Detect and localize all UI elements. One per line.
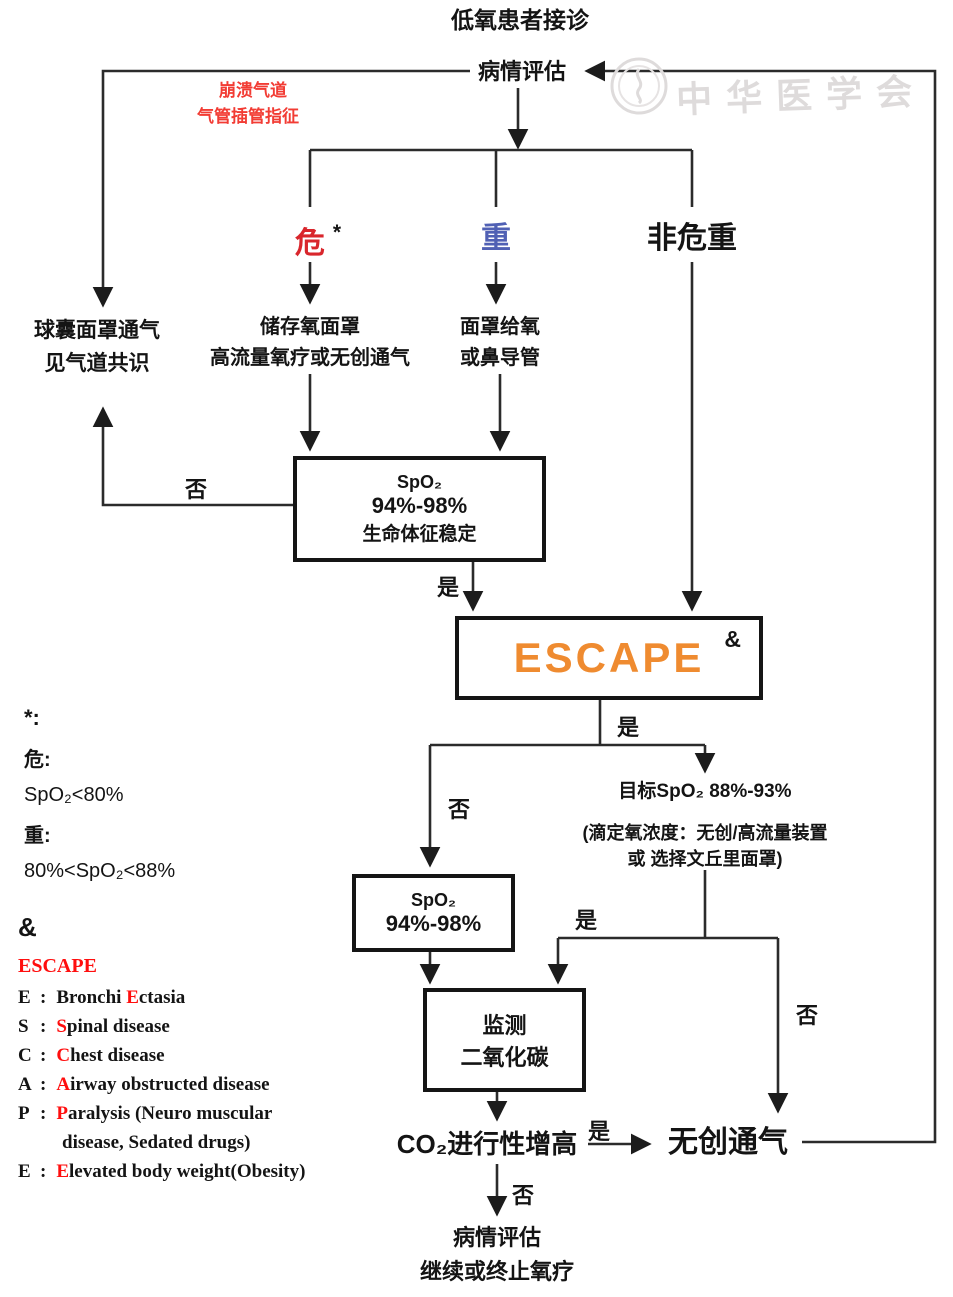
- item-rest: irway obstructed disease: [70, 1074, 270, 1095]
- escape-title: ESCAPE: [513, 634, 705, 681]
- node-target-spo2-line2: (滴定氧浓度：无创/高流量装置: [582, 823, 828, 843]
- note-intubation-indication: 气管插管指征: [197, 107, 299, 126]
- item-red-letter: E: [56, 1161, 70, 1182]
- legend-escape-title: ESCAPE: [18, 955, 97, 977]
- item-rest: hest disease: [70, 1045, 165, 1066]
- spo2-box2-line2: 94%-98%: [385, 910, 482, 936]
- node-mask-oxygen-line1: 面罩给氧: [460, 316, 540, 338]
- edge-label-yes-2: 是: [617, 715, 640, 740]
- note-collapsed-airway: 崩溃气道: [219, 81, 287, 100]
- legend-severe-value: 80%<SpO₂<88%: [24, 860, 176, 882]
- item-letter: C: [18, 1045, 32, 1066]
- escape-box: ESCAPE &: [455, 616, 763, 700]
- critical-asterisk: *: [332, 221, 342, 244]
- node-target-spo2-line3: 或 选择文丘里面罩): [627, 849, 783, 869]
- item-rest: pinal disease: [66, 1016, 170, 1037]
- edge-label-yes-1: 是: [437, 575, 460, 600]
- spo2-box1-line2: 94%-98%: [371, 493, 468, 518]
- item-colon: :: [40, 1103, 47, 1124]
- node-non-critical: 非危重: [647, 222, 737, 255]
- legend-item-p-line2: disease, Sedated drugs): [62, 1132, 251, 1153]
- item-letter: A: [18, 1074, 32, 1095]
- legend-escape-marker: &: [18, 912, 37, 942]
- item-letter: E: [18, 1161, 31, 1182]
- item-red-letter: S: [56, 1016, 67, 1037]
- edge-label-no-2: 否: [448, 797, 471, 822]
- item-red-letter: C: [56, 1045, 71, 1066]
- edge-label-no-4: 否: [512, 1183, 535, 1208]
- legend-item-c: C: Chest disease: [18, 1045, 305, 1067]
- node-reassess-line2: 继续或终止氧疗: [419, 1259, 575, 1284]
- item-pre: Bronchi: [56, 987, 127, 1008]
- node-reservoir-mask-line1: 储存氧面罩: [260, 316, 360, 338]
- monitor-co2-box: 监测 二氧化碳: [423, 988, 586, 1092]
- item-red-letter: P: [56, 1103, 68, 1124]
- item-letter: E: [18, 987, 31, 1008]
- legend-item-p: P: Paralysis (Neuro muscular: [18, 1103, 305, 1125]
- edge-label-no-3: 否: [796, 1003, 819, 1028]
- spo2-box1-line1: SpO₂: [397, 472, 442, 492]
- node-critical: 危*: [295, 220, 341, 263]
- spo2-box2: SpO₂ 94%-98%: [352, 874, 515, 952]
- edge-label-no-1: 否: [185, 477, 208, 502]
- legend-item-e2: E: Elevated body weight(Obesity): [18, 1161, 305, 1183]
- node-severe: 重: [481, 222, 511, 255]
- item-rest: aralysis (Neuro muscular: [67, 1103, 273, 1124]
- item-colon: :: [40, 1045, 47, 1066]
- critical-label: 危: [294, 227, 325, 260]
- node-assessment: 病情评估: [477, 59, 567, 84]
- spo2-vitals-box: SpO₂ 94%-98% 生命体征稳定: [293, 456, 546, 562]
- item-colon: :: [40, 1161, 47, 1182]
- legend-crit-value: SpO₂<80%: [24, 784, 124, 806]
- legend-star-marker: *:: [24, 705, 40, 730]
- node-bag-mask-line1: 球囊面罩通气: [34, 319, 160, 342]
- legend-item-a: A: Airway obstructed disease: [18, 1074, 305, 1096]
- item-colon: :: [40, 1016, 47, 1037]
- escape-ampersand: &: [724, 626, 741, 652]
- legend-severe-label: 重:: [24, 825, 51, 847]
- legend-severity: *: 危: SpO₂<80% 重: 80%<SpO₂<88%: [24, 705, 175, 895]
- spo2-box2-line1: SpO₂: [411, 889, 456, 910]
- item-letter: P: [18, 1103, 30, 1124]
- legend-item-e1: E: Bronchi Ectasia: [18, 987, 305, 1009]
- item-rest: ctasia: [138, 987, 186, 1008]
- node-bag-mask-line2: 见气道共识: [44, 352, 150, 375]
- node-target-spo2-line1: 目标SpO₂ 88%-93%: [618, 781, 792, 802]
- monitor-line2: 二氧化碳: [460, 1045, 549, 1070]
- legend-crit-label: 危:: [24, 749, 51, 771]
- edge-label-yes-4: 是: [588, 1119, 611, 1144]
- node-reservoir-mask-line2: 高流量氧疗或无创通气: [210, 347, 410, 369]
- node-reassess-line1: 病情评估: [452, 1225, 542, 1250]
- item-colon: :: [40, 1074, 47, 1095]
- monitor-line1: 监测: [482, 1013, 527, 1038]
- node-mask-oxygen-line2: 或鼻导管: [460, 347, 540, 369]
- item-colon: :: [40, 987, 47, 1008]
- item-rest: levated body weight(Obesity): [69, 1161, 306, 1182]
- node-niv: 无创通气: [668, 1126, 788, 1159]
- item-letter: S: [18, 1016, 29, 1037]
- legend-item-s: S: Spinal disease: [18, 1016, 305, 1038]
- legend-escape: & ESCAPE E: Bronchi Ectasia S: Spinal dise…: [18, 912, 305, 1190]
- node-co2-rising: CO₂进行性增高: [396, 1129, 578, 1159]
- item-red-letter: E: [126, 987, 139, 1008]
- spo2-box1-line3: 生命体征稳定: [362, 524, 477, 545]
- item-red-letter: A: [56, 1074, 71, 1095]
- edge-label-yes-3: 是: [575, 908, 598, 933]
- node-start: 低氧患者接诊: [451, 7, 589, 33]
